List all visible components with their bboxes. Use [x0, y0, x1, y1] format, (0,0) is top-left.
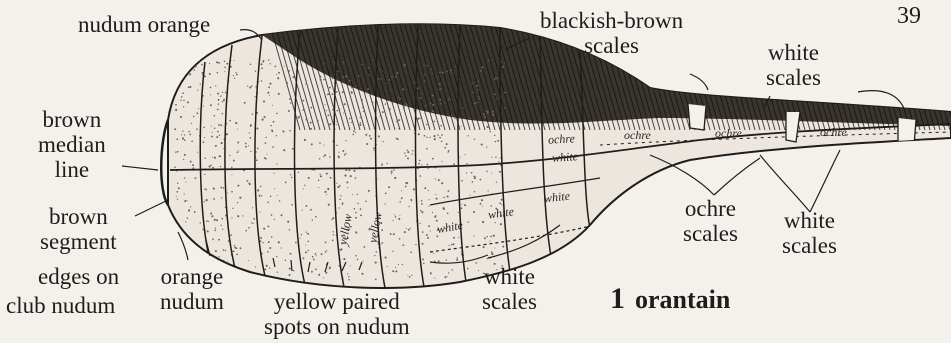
label-yellow-paired-spots: yellow paired spots on nudum	[264, 289, 410, 339]
figure-number: 1	[610, 282, 625, 315]
label-segment-line2: segment	[40, 229, 117, 254]
leader-segment	[135, 200, 168, 216]
figure-name: orantain	[635, 285, 730, 314]
label-yellow-line1: yellow paired	[264, 289, 410, 314]
label-yellow-line2: spots on nudum	[264, 314, 410, 339]
label-edges-on: edges on	[38, 264, 119, 289]
page-number: 39	[897, 4, 921, 29]
label-median-line3: line	[38, 157, 106, 182]
label-white-scales-bottom: white scales	[482, 264, 537, 314]
label-club-nudum: club nudum	[6, 293, 115, 318]
label-orange-nudum-line1: orange	[160, 264, 224, 289]
label-white-top-line1: white	[766, 40, 821, 65]
label-white-scales-top: white scales	[766, 40, 821, 90]
label-brown-segment: brown segment	[40, 204, 117, 254]
inline-ochre-2: ochre	[624, 128, 651, 143]
label-orange-nudum: orange nudum	[160, 264, 224, 314]
inline-ochre-1: ochre	[548, 131, 576, 147]
inline-ochre-3: ochre	[715, 126, 742, 141]
label-nudum-orange: nudum orange	[78, 12, 210, 37]
label-median-line2: median	[38, 132, 106, 157]
leader-white-right	[760, 155, 810, 212]
leader-median	[122, 166, 158, 170]
label-white-scales-right: white scales	[782, 208, 837, 258]
label-white-bottom-line1: white	[482, 264, 537, 289]
inline-white-3: white	[543, 189, 570, 207]
label-blackish-brown-scales: blackish-brown scales	[540, 8, 683, 58]
label-brown-median-line: brown median line	[38, 107, 106, 182]
label-blackish-brown-line1: blackish-brown	[540, 8, 683, 33]
label-orange-nudum-line2: nudum	[160, 289, 224, 314]
label-white-right-line1: white	[782, 208, 837, 233]
label-ochre-scales: ochre scales	[683, 196, 738, 246]
label-segment-line1: brown	[40, 204, 117, 229]
inline-ochre-4: ochre	[820, 125, 847, 140]
inline-white-4: white	[552, 149, 579, 166]
label-white-bottom-line2: scales	[482, 289, 537, 314]
label-median-line1: brown	[38, 107, 106, 132]
label-white-right-line2: scales	[782, 233, 837, 258]
leader-club-edges	[178, 232, 188, 260]
label-ochre-line2: scales	[683, 221, 738, 246]
label-blackish-brown-line2: scales	[540, 33, 683, 58]
label-ochre-line1: ochre	[683, 196, 738, 221]
label-white-top-line2: scales	[766, 65, 821, 90]
